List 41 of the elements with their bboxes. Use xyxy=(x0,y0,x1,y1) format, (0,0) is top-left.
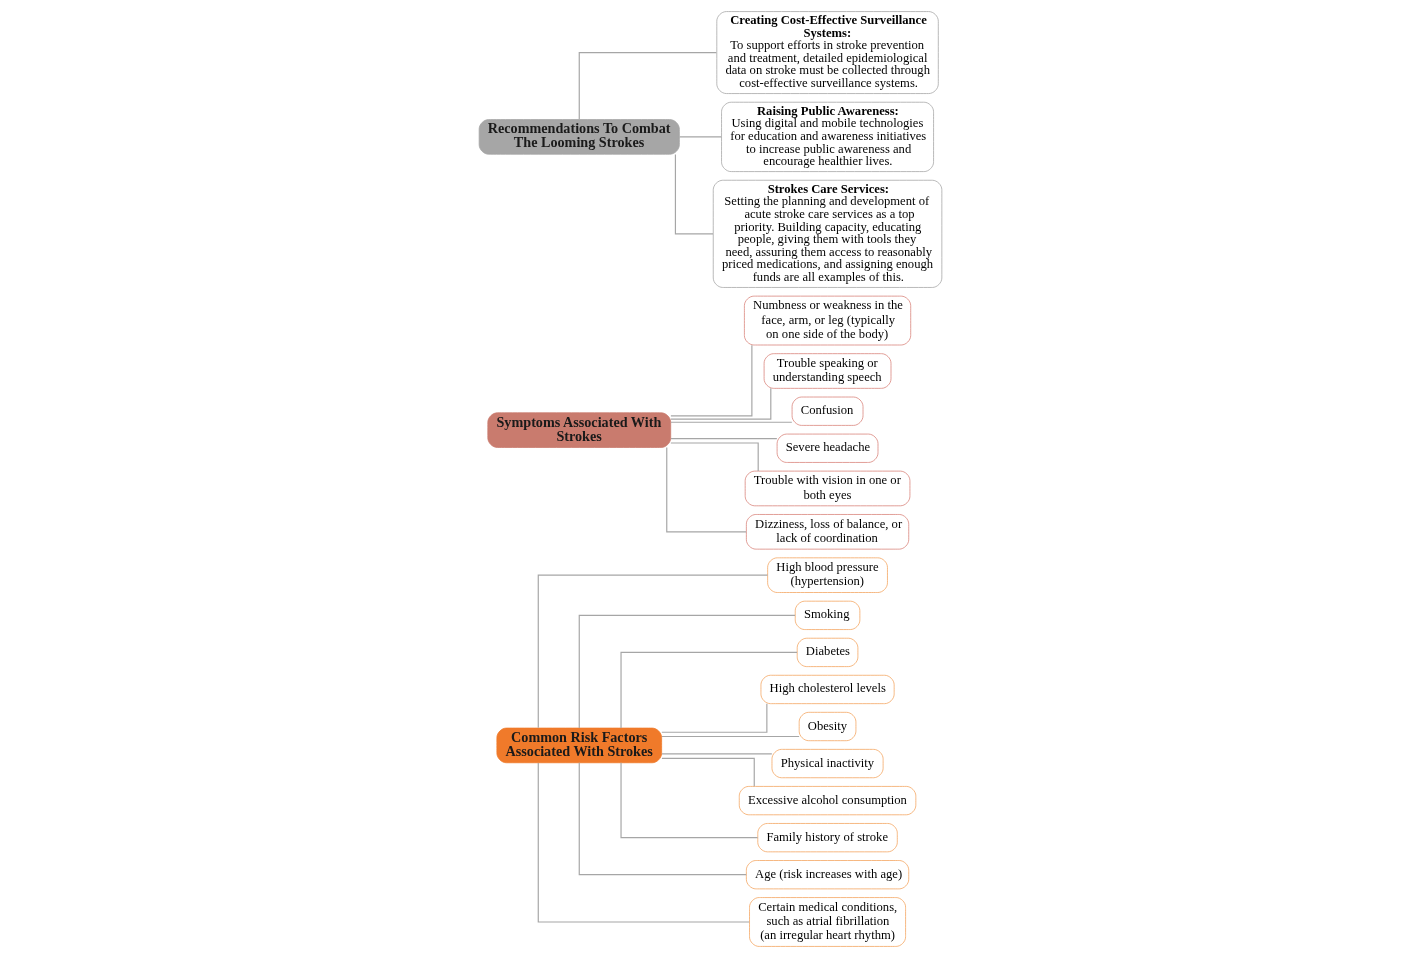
connector xyxy=(578,762,747,876)
connector xyxy=(670,421,793,423)
node-box: High cholesterol levels xyxy=(760,674,895,705)
node-box: Physical inactivity xyxy=(771,748,884,779)
node-box: Obesity xyxy=(798,711,857,742)
node-box: Common Risk Factors Associated With Strokes xyxy=(496,727,663,764)
node-box: Numbness or weakness in the face, arm, or leg (typically on one side of the body) xyxy=(744,295,912,346)
node-box: Trouble with vision in one or both eyes xyxy=(744,470,911,507)
connector xyxy=(578,614,796,729)
node-box: Certain medical conditions, such as atrial fibrillation (an irregular heart rhythm) xyxy=(749,897,906,947)
connector xyxy=(661,757,755,787)
connector xyxy=(661,735,800,738)
connector xyxy=(578,51,718,121)
node-box: Recommendations To Combat The Looming Strokes xyxy=(478,119,680,155)
node-box: Diabetes xyxy=(796,637,859,667)
node-box: Strokes Care Services: Setting the planning and development of acute stroke care services as a top priority. Building capacity, educating people, giving them with tools they need, assuring them access to reasonably priced medications, and assigning enough funds are all examples of this. xyxy=(712,179,943,288)
node-box: Creating Cost-Effective Surveillance Systems: To support efforts in stroke prevention and treatment, detailed epidemiological data on stroke must be collected through cost-effective surveillance systems. xyxy=(716,11,939,94)
node-box: Confusion xyxy=(791,396,864,426)
node-box: Symptoms Associated With Strokes xyxy=(487,412,672,448)
connector xyxy=(537,574,769,729)
connector xyxy=(678,136,722,138)
node-box: Raising Public Awareness: Using digital and mobile technologies for education and awareness initiatives to increase public awareness and encourage healthier lives. xyxy=(721,101,934,172)
node-box: Smoking xyxy=(794,600,861,630)
node-box: Severe headache xyxy=(776,433,879,463)
connector xyxy=(670,442,759,472)
connector xyxy=(620,651,798,729)
node-box: Excessive alcohol consumption xyxy=(738,786,917,816)
connector xyxy=(674,153,714,235)
connector xyxy=(537,762,750,923)
connector xyxy=(670,437,778,440)
connector xyxy=(670,344,753,417)
connector xyxy=(661,753,773,755)
node-box: Family history of stroke xyxy=(757,823,898,853)
connector xyxy=(670,387,772,420)
connector xyxy=(666,447,747,533)
node-box: Dizziness, loss of balance, or lack of coordination xyxy=(745,514,910,550)
node-box: High blood pressure (hypertension) xyxy=(767,557,888,593)
connector xyxy=(620,762,759,839)
node-box: Age (risk increases with age) xyxy=(745,860,910,890)
node-box: Trouble speaking or understanding speech xyxy=(763,353,892,389)
connector xyxy=(661,703,768,733)
